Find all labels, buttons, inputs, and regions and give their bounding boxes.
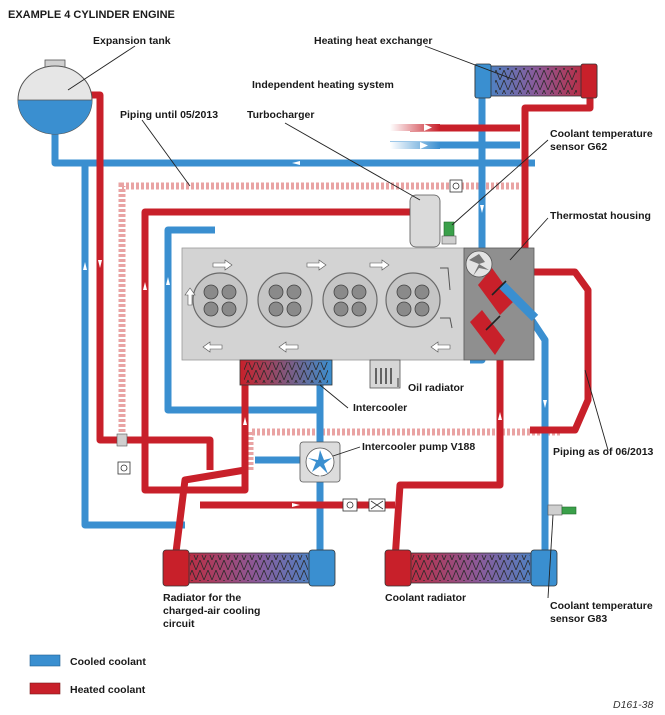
legend-item-heated: Heated coolant bbox=[29, 682, 146, 696]
label-heating-heat-exchanger: Heating heat exchanger bbox=[314, 35, 432, 47]
label-sensor-g83-line2: sensor G83 bbox=[550, 613, 607, 625]
leader-lines bbox=[67, 45, 609, 599]
turbocharger bbox=[409, 194, 441, 248]
label-sensor-g62-line2: sensor G62 bbox=[550, 141, 607, 153]
independent-heating-red-arrow bbox=[390, 124, 440, 131]
label-independent-heating-system: Independent heating system bbox=[252, 79, 394, 91]
label-expansion-tank: Expansion tank bbox=[93, 35, 171, 47]
label-piping-until: Piping until 05/2013 bbox=[120, 109, 218, 121]
legend-swatch-cooled bbox=[29, 654, 61, 667]
check-valve-icon bbox=[117, 461, 131, 475]
independent-heating-red-arrowhead bbox=[424, 124, 432, 131]
heated-coolant-pipes bbox=[80, 91, 594, 561]
independent-heating-blue-arrow bbox=[390, 142, 440, 149]
throttle-valve-icon bbox=[368, 498, 386, 512]
label-radiator-charged-line2: charged-air cooling bbox=[163, 605, 260, 617]
old-piping-until-05-2013 bbox=[118, 182, 560, 470]
legend-item-cooled: Cooled coolant bbox=[29, 654, 146, 668]
water-pump-icon bbox=[469, 254, 489, 276]
engine-block bbox=[181, 247, 465, 361]
legend: Cooled coolant Heated coolant bbox=[29, 654, 146, 696]
coolant-temperature-sensor-g83 bbox=[547, 504, 577, 516]
flow-arrow-icon bbox=[184, 259, 451, 353]
intercooler bbox=[239, 359, 333, 386]
expansion-tank bbox=[17, 59, 93, 135]
independent-heating-blue-arrowhead bbox=[420, 142, 428, 149]
label-coolant-radiator: Coolant radiator bbox=[385, 592, 466, 604]
cylinder-2 bbox=[257, 272, 313, 328]
legend-label-heated: Heated coolant bbox=[70, 684, 146, 696]
label-intercooler: Intercooler bbox=[353, 402, 407, 414]
cylinder-4 bbox=[385, 272, 441, 328]
label-radiator-charged-line1: Radiator for the bbox=[163, 592, 241, 604]
diagram-title: EXAMPLE 4 CYLINDER ENGINE bbox=[8, 9, 175, 21]
label-sensor-g83-line1: Coolant temperature bbox=[550, 600, 653, 612]
charged-air-radiator bbox=[162, 549, 336, 587]
label-piping-as-of: Piping as of 06/2013 bbox=[553, 446, 654, 458]
check-valve-icon bbox=[342, 498, 358, 512]
check-valve-icon bbox=[449, 179, 463, 193]
oil-radiator bbox=[369, 359, 401, 389]
label-sensor-g62-line1: Coolant temperature bbox=[550, 128, 653, 140]
label-radiator-charged-line3: circuit bbox=[163, 618, 195, 630]
figure-id: D161-38 bbox=[613, 699, 653, 711]
flow-hook-icon bbox=[440, 317, 453, 329]
label-oil-radiator: Oil radiator bbox=[408, 382, 464, 394]
legend-label-cooled: Cooled coolant bbox=[70, 656, 146, 668]
coolant-radiator bbox=[384, 549, 558, 587]
heating-heat-exchanger bbox=[474, 63, 598, 99]
cylinder-1 bbox=[192, 272, 248, 328]
pipe-junction-icon bbox=[116, 433, 128, 447]
coolant-temperature-sensor-g62 bbox=[441, 221, 457, 245]
pump-impeller-icon bbox=[308, 450, 332, 474]
intercooler-pump-v188 bbox=[299, 441, 341, 483]
pipe-flow-arrow-icon bbox=[83, 161, 547, 507]
legend-swatch-heated bbox=[29, 682, 61, 695]
flow-hook-icon bbox=[440, 267, 451, 291]
label-turbocharger: Turbocharger bbox=[247, 109, 314, 121]
label-intercooler-pump: Intercooler pump V188 bbox=[362, 441, 475, 453]
label-thermostat-housing: Thermostat housing bbox=[550, 210, 651, 222]
thermostat-housing bbox=[463, 247, 539, 361]
cylinder-3 bbox=[322, 272, 378, 328]
